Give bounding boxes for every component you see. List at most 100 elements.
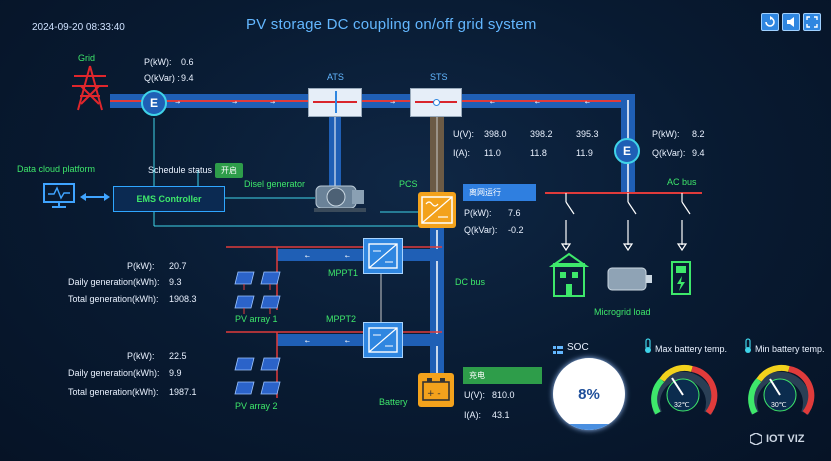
svg-text:←: ← [585, 99, 590, 106]
refresh-icon [765, 16, 775, 27]
soc-gauge: 8% [553, 358, 625, 430]
thermometer-icon [743, 338, 753, 359]
motor-icon [607, 267, 652, 291]
solar-panel-icon [234, 357, 281, 395]
page-title: PV storage DC coupling on/off grid syste… [246, 16, 537, 33]
pv1-total-label: Total generation(kWh): [68, 294, 159, 304]
thermometer-icon [643, 338, 653, 359]
battery-u-value: 810.0 [492, 390, 515, 400]
brand-icon [750, 433, 762, 445]
ac-bus-label: AC bus [667, 177, 697, 187]
pv1-daily-label: Daily generation(kWh): [68, 277, 160, 287]
grid-p-label: P(kW): [144, 57, 172, 67]
meter-q-label: Q(kVar): [652, 148, 686, 158]
pcs-q-value: -0.2 [508, 225, 524, 235]
pv1-daily-value: 9.3 [169, 277, 182, 287]
meter-q-value: 9.4 [692, 148, 705, 158]
ac-meter-icon[interactable]: E [614, 138, 640, 164]
sound-icon [787, 17, 794, 27]
schedule-status-badge: 开启 [215, 163, 243, 178]
meter-i-label: I(A): [453, 148, 470, 158]
diesel-generator-icon[interactable] [312, 172, 368, 214]
soc-label: SOC [567, 342, 589, 353]
fullscreen-icon [806, 16, 818, 28]
grid-meter-icon[interactable]: E [141, 90, 167, 116]
inverter-icon [421, 196, 453, 224]
timestamp: 2024-09-20 08:33:40 [32, 22, 125, 33]
grid-tower-icon [72, 65, 108, 111]
battery-i-label: I(A): [464, 410, 481, 420]
ats-switch[interactable] [308, 88, 362, 117]
mppt1-unit[interactable] [363, 238, 403, 274]
min-temp-label: Min battery temp. [755, 344, 825, 354]
svg-text:←: ← [345, 253, 350, 260]
soc-fill [553, 424, 625, 430]
pv2-total-label: Total generation(kWh): [68, 387, 159, 397]
pcs-unit[interactable] [418, 192, 456, 228]
pcs-p-label: P(kW): [464, 208, 492, 218]
meter-p-value: 8.2 [692, 129, 705, 139]
mppt2-unit[interactable] [363, 322, 403, 358]
min-temp-value: 30℃ [771, 402, 787, 409]
cloud-label: Data cloud platform [17, 164, 96, 174]
pv1-label: PV array 1 [235, 314, 278, 324]
dc-converter-icon [368, 243, 398, 269]
svg-text:←: ← [535, 99, 540, 106]
soc-icon [553, 342, 563, 354]
meter-u3: 395.3 [576, 129, 599, 139]
monitor-icon [43, 183, 75, 208]
ats-label: ATS [327, 72, 344, 82]
pv2-daily-label: Daily generation(kWh): [68, 368, 160, 378]
pv2-p-label: P(kW): [127, 351, 155, 361]
svg-text:←: ← [305, 338, 310, 345]
microgrid-loads [548, 252, 691, 297]
soc-value: 8% [578, 385, 600, 403]
mppt1-label: MPPT1 [328, 268, 359, 278]
sts-label: STS [430, 72, 448, 82]
pv1-total-value: 1908.3 [169, 294, 197, 304]
charging-station-icon [671, 261, 691, 295]
grid-q-label: Q(kVar) : [144, 73, 180, 83]
fullscreen-button[interactable] [803, 13, 821, 31]
pv2-daily-value: 9.9 [169, 368, 182, 378]
pv2-total-value: 1987.1 [169, 387, 197, 397]
max-temp-gauge [651, 364, 718, 415]
sound-button[interactable] [782, 13, 800, 31]
meter-i3: 11.9 [576, 148, 593, 158]
pcs-label: PCS [399, 179, 418, 189]
meter-u2: 398.2 [530, 129, 553, 139]
sts-switch[interactable] [410, 88, 462, 117]
battery-label: Battery [379, 397, 408, 407]
ems-controller[interactable]: EMS Controller [113, 186, 225, 212]
grid-p-value: 0.6 [181, 57, 194, 67]
mppt2-label: MPPT2 [326, 314, 357, 324]
svg-text:+ -: + - [427, 389, 441, 399]
svg-text:→: → [390, 99, 395, 106]
svg-text:←: ← [345, 338, 350, 345]
brand-label: IOT VIZ [766, 433, 805, 445]
battery-i-value: 43.1 [492, 410, 510, 420]
gauge-needle [671, 377, 684, 396]
max-temp-label: Max battery temp. [655, 344, 728, 354]
battery-unit[interactable]: + - [418, 373, 454, 407]
battery-icon: + - [422, 378, 450, 401]
meter-u-label: U(V): [453, 129, 474, 139]
grid-label: Grid [78, 53, 96, 63]
toolbar [761, 13, 821, 31]
schedule-label: Schedule status [148, 165, 213, 175]
meter-i1: 11.0 [484, 148, 501, 158]
building-icon [548, 252, 590, 297]
gauge-needle [769, 378, 781, 396]
refresh-button[interactable] [761, 13, 779, 31]
svg-text:←: ← [490, 99, 495, 106]
brand-logo: IOT VIZ [750, 433, 805, 445]
svg-text:→: → [175, 99, 180, 106]
svg-text:→: → [232, 99, 237, 106]
battery-status: 充电 [463, 367, 542, 384]
meter-u1: 398.0 [484, 129, 507, 139]
pv2-label: PV array 2 [235, 401, 278, 411]
svg-text:←: ← [305, 253, 310, 260]
microgrid-label: Microgrid load [594, 307, 651, 317]
pcs-q-label: Q(kVar): [464, 225, 498, 235]
